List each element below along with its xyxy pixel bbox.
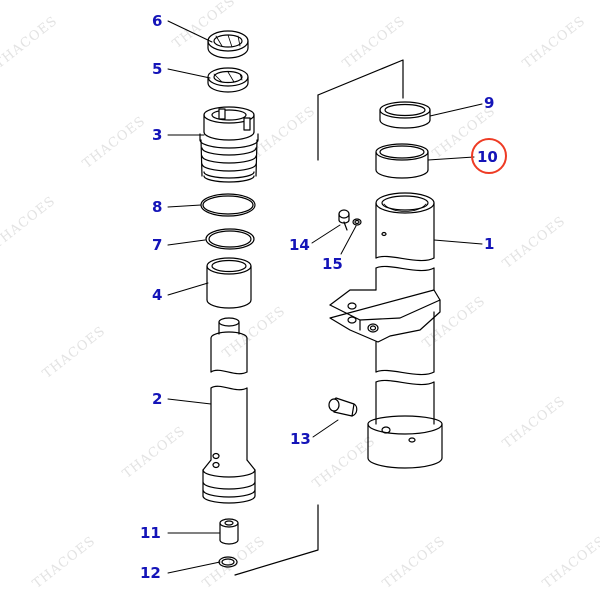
callout-14: 14	[289, 236, 310, 254]
part-2-spool	[202, 317, 256, 504]
callout-12: 12	[140, 564, 161, 582]
part-13-plug	[328, 397, 358, 417]
part-7-ring	[205, 228, 255, 250]
callout-6: 6	[152, 12, 163, 30]
leader-lines	[167, 20, 483, 574]
part-11-pin	[219, 518, 239, 545]
part-9-ring	[379, 101, 431, 129]
assembly-lines	[234, 59, 404, 576]
part-12-snapring	[218, 556, 238, 568]
part-5-ring	[207, 67, 249, 93]
callout-3: 3	[152, 126, 163, 144]
part-15-washer	[352, 218, 362, 226]
callout-8: 8	[152, 198, 163, 216]
callout-4: 4	[152, 286, 163, 304]
part-3-gland	[199, 106, 259, 183]
callout-9: 9	[484, 94, 495, 112]
callout-13: 13	[290, 430, 311, 448]
callout-10-highlight-circle	[471, 138, 507, 174]
part-6-ring	[207, 30, 249, 59]
part-8-oring	[200, 193, 256, 217]
part-4-bushing	[206, 257, 252, 309]
callout-7: 7	[152, 236, 163, 254]
callout-15: 15	[322, 255, 343, 273]
part-1-housing	[329, 192, 443, 469]
callout-2: 2	[152, 390, 163, 408]
callout-1: 1	[484, 235, 495, 253]
part-14-screw	[338, 209, 350, 231]
callout-11: 11	[140, 524, 161, 542]
part-10-ring	[375, 143, 429, 179]
callout-10: 10	[477, 148, 498, 166]
callout-5: 5	[152, 60, 163, 78]
